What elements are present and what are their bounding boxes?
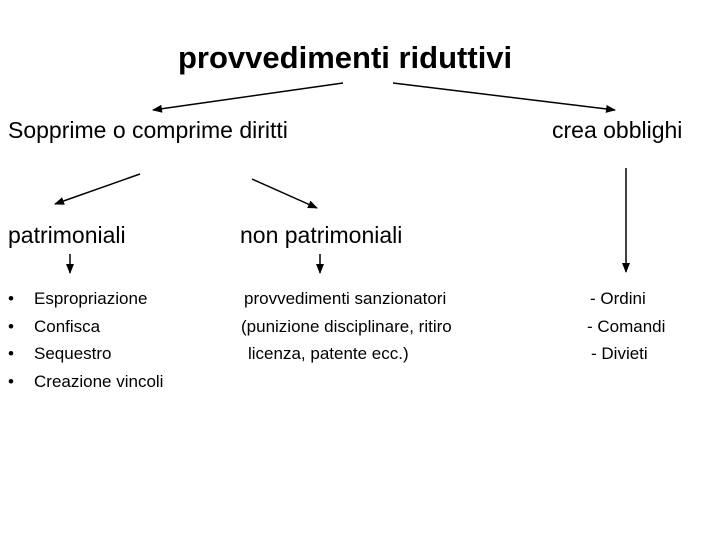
arrow-title-to-sopprime <box>152 82 344 113</box>
patrimoniali-list: •Espropriazione •Confisca •Sequestro •Cr… <box>8 285 163 395</box>
sanzionatori-text: provvedimenti sanzionatori (punizione di… <box>241 285 452 368</box>
sanzionatori-line: licenza, patente ecc.) <box>248 344 409 363</box>
bullet-icon: • <box>8 316 14 336</box>
sanzionatori-line: provvedimenti sanzionatori <box>244 289 447 308</box>
bullet-icon: • <box>8 371 14 391</box>
list-item: •Espropriazione <box>8 285 163 313</box>
arrow-to-non-patrimoniali <box>251 178 318 209</box>
list-item: •Confisca <box>8 313 163 341</box>
arrow-to-patrimoniali <box>54 173 141 205</box>
node-sopprime-diritti: Sopprime o comprime diritti <box>8 117 288 143</box>
list-item: •Creazione vincoli <box>8 368 163 396</box>
diagram-title: provvedimenti riduttivi <box>178 40 513 75</box>
list-item: - Comandi <box>587 316 666 336</box>
node-patrimoniali: patrimoniali <box>8 222 126 248</box>
node-non-patrimoniali: non patrimoniali <box>240 222 403 248</box>
list-item: - Ordini <box>590 289 646 308</box>
obblighi-list: - Ordini - Comandi - Divieti <box>587 285 665 368</box>
list-item: •Sequestro <box>8 340 163 368</box>
bullet-icon: • <box>8 344 14 363</box>
list-item: - Divieti <box>591 344 648 363</box>
arrow-title-to-obblighi <box>392 82 616 113</box>
sanzionatori-line: (punizione disciplinare, ritiro <box>241 316 452 336</box>
node-crea-obblighi: crea obblighi <box>552 117 683 143</box>
bullet-icon: • <box>8 289 14 308</box>
